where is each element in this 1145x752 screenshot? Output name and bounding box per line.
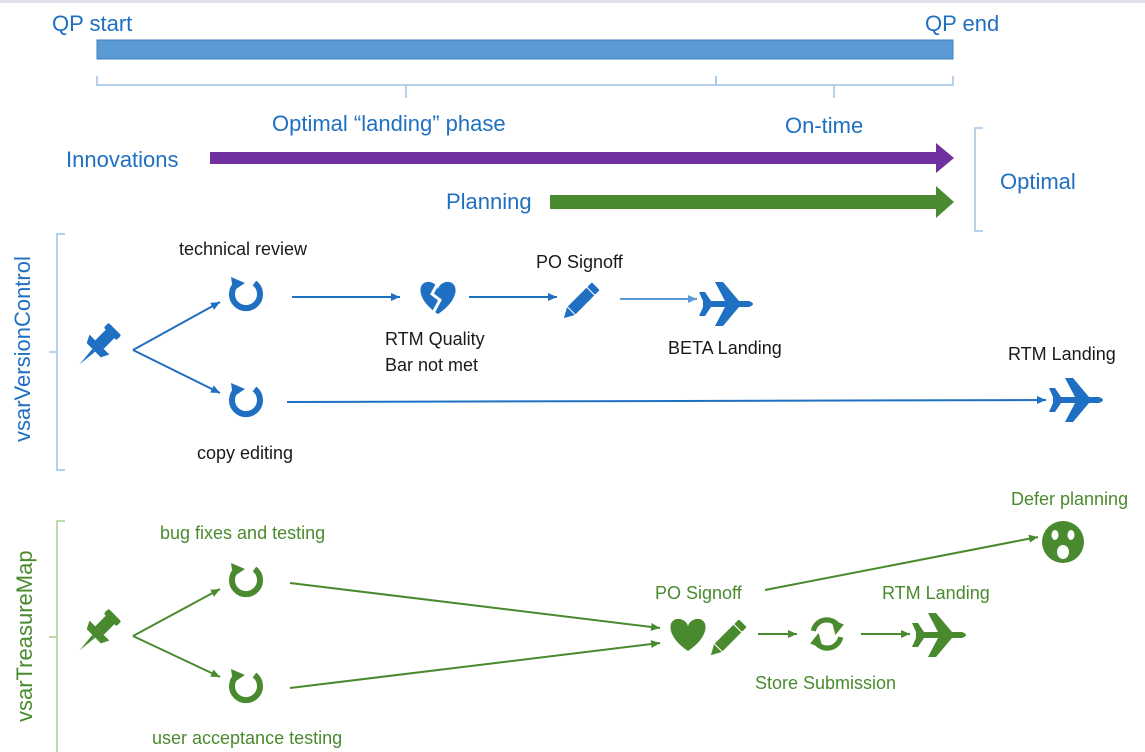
version-control-lane-label: vsarVersionControl (10, 256, 35, 442)
broken-heart-icon (420, 281, 456, 314)
branch-arrow-copy-editing (132, 349, 221, 394)
arrow-bug-fixes-to-signoff (289, 582, 661, 631)
branch-arrow-user-acceptance (132, 635, 221, 678)
airplane-icon (912, 613, 966, 657)
planning-arrow (550, 186, 954, 218)
rtm-landing-label: RTM Landing (1008, 344, 1116, 364)
innovations-label: Innovations (66, 147, 179, 172)
beta-landing-label: BETA Landing (668, 338, 782, 358)
innovations-arrow (210, 143, 954, 173)
defer-planning-label: Defer planning (1011, 489, 1129, 509)
pencil-icon (706, 619, 747, 660)
top-border (0, 0, 1145, 3)
airplane-icon (699, 282, 753, 326)
store-submission-label: Store Submission (755, 673, 897, 693)
copy-editing-label: copy editing (197, 443, 294, 463)
optimal-bracket (974, 127, 983, 232)
version-control-lane-bracket (56, 233, 65, 471)
pushpin-icon (70, 319, 125, 374)
refresh-icon (231, 669, 260, 700)
branch-arrow-bug-fixes (132, 588, 221, 637)
quarter-period-bar (96, 39, 954, 60)
po-signoff-green-label: PO Signoff (655, 583, 742, 603)
technical-review-label: technical review (179, 239, 308, 259)
branch-arrow-technical-review (132, 301, 221, 351)
quality-label-line2: Bar not met (385, 355, 479, 375)
arrow-uat-to-signoff (289, 640, 661, 689)
arrow-to-rtm-landing (286, 396, 1047, 405)
sync-icon (810, 619, 844, 648)
landing-phase-bracket (96, 76, 717, 86)
refresh-icon (231, 277, 260, 308)
pencil-icon (559, 282, 600, 323)
arrow-to-defer-planning (764, 534, 1039, 591)
refresh-icon (231, 383, 260, 414)
landing-phase-label: Optimal “landing” phase (272, 111, 506, 136)
refresh-icon (231, 563, 260, 594)
planning-label: Planning (446, 189, 532, 214)
quality-label-line1: RTM Quality (385, 329, 485, 349)
treasure-map-lane-bracket (56, 520, 65, 752)
treasure-map-lane-label: vsarTreasureMap (12, 550, 37, 722)
qp-start-label: QP start (52, 11, 133, 36)
po-signoff-label: PO Signoff (536, 252, 623, 272)
optimal-label: Optimal (1000, 169, 1076, 194)
surprised-face-icon (1042, 521, 1084, 563)
on-time-label: On-time (785, 113, 864, 138)
user-acceptance-label: user acceptance testing (152, 728, 343, 748)
on-time-bracket (715, 76, 954, 86)
bug-fixes-label: bug fixes and testing (160, 523, 326, 543)
heart-icon (670, 618, 706, 651)
pushpin-icon (70, 605, 125, 660)
airplane-icon (1049, 378, 1103, 422)
qp-end-label: QP end (925, 11, 1000, 36)
rtm-landing-green-label: RTM Landing (882, 583, 990, 603)
